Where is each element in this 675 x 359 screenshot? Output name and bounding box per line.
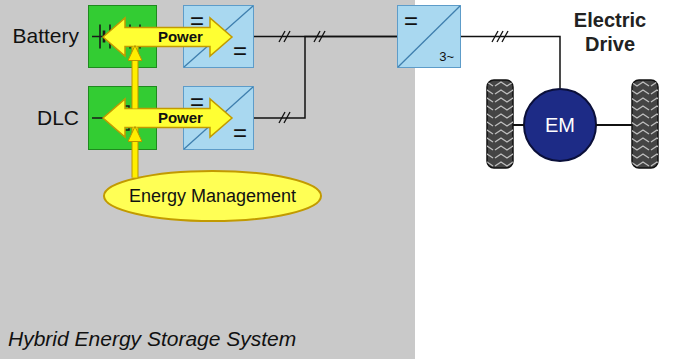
bus-line xyxy=(254,37,397,119)
node-label: = xyxy=(233,119,247,147)
energy-management-ellipse: Energy Management xyxy=(103,170,322,222)
node-label: 3~ xyxy=(439,50,454,65)
power-arrow-shape xyxy=(103,18,232,56)
inverter-box-shape xyxy=(398,6,461,68)
motor-circle-shape xyxy=(524,89,596,161)
drive-label: Electric Drive xyxy=(564,8,656,56)
control-arrow-outline xyxy=(132,128,139,178)
control-arrow xyxy=(133,128,138,178)
node-label: Hybrid Energy Storage System xyxy=(8,327,296,351)
bus-ticks xyxy=(279,31,508,123)
power-arrow: Power xyxy=(103,99,232,137)
node-label: = xyxy=(404,7,418,35)
dlc-box: DLC xyxy=(88,86,157,150)
node-label: EM xyxy=(545,114,575,137)
node-label: = xyxy=(233,37,247,65)
node-label: Battery xyxy=(12,24,79,48)
dcdc-converter: == xyxy=(183,86,254,150)
wheel xyxy=(632,80,658,168)
battery-box: Battery xyxy=(88,5,157,68)
inverter-box: = 3~ xyxy=(397,5,461,68)
node-label: = xyxy=(190,88,204,116)
power-arrow-shape xyxy=(103,99,232,137)
system-region-shape xyxy=(0,0,415,359)
control-arrow xyxy=(133,47,138,109)
node-label: = xyxy=(190,7,204,35)
motor-circle: EM xyxy=(523,88,597,162)
node-label: Energy Management xyxy=(129,186,296,207)
system-region: Hybrid Energy Storage SystemBatteryPower… xyxy=(0,0,415,359)
dcdc-converter: == xyxy=(183,5,254,68)
bus-line xyxy=(461,37,560,89)
power-arrow: Power xyxy=(103,18,232,56)
node-label: DLC xyxy=(37,106,79,130)
wheel xyxy=(487,80,513,168)
energy-management-ellipse-shape xyxy=(104,171,321,221)
control-arrow-outline xyxy=(132,47,139,109)
